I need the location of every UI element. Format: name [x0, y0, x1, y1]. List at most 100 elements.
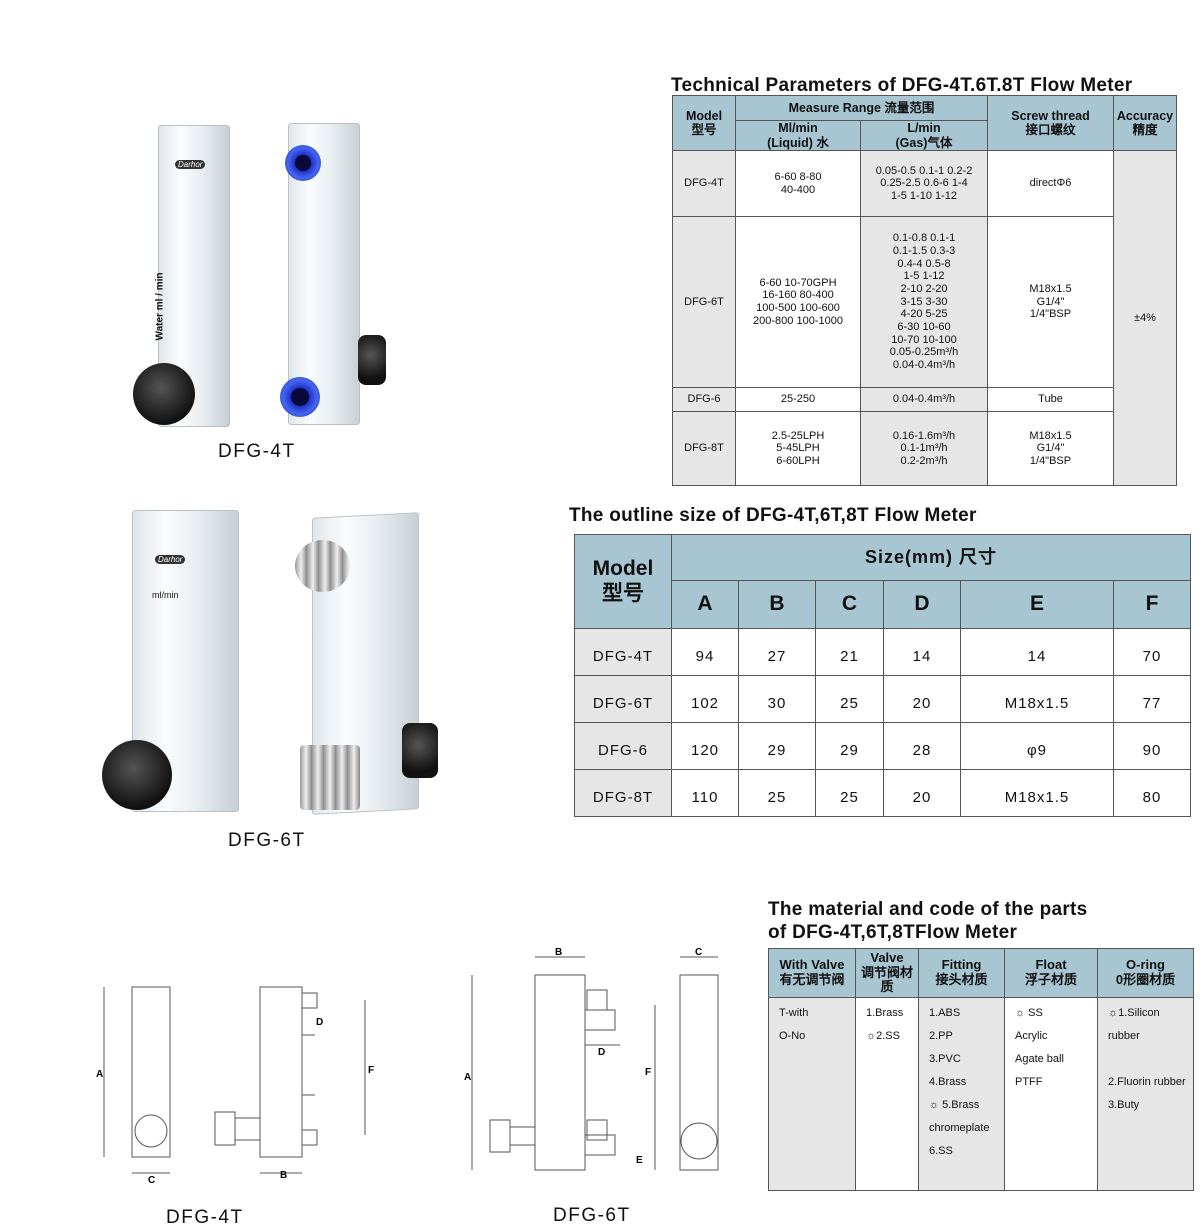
header-accuracy: Accuracy 精度 — [1113, 95, 1177, 151]
liquid-range-cell: 6-60 8-80 40-400 — [735, 150, 861, 217]
size-cell: 70 — [1113, 628, 1191, 676]
size-cell: M18x1.5 — [960, 769, 1114, 817]
drawing-caption-dfg-4t: DFG-4T — [166, 1207, 244, 1228]
size-cell: 25 — [815, 675, 884, 723]
gas-range-cell: 0.16-1.6m³/h 0.1-1m³/h 0.2-2m³/h — [860, 411, 988, 486]
product-photo-dfg-4t: Darhor Water ml / min — [130, 115, 390, 435]
dim-label-a: A — [96, 1069, 103, 1080]
dim-label-f: F — [368, 1065, 374, 1076]
model-cell: DFG-6 — [574, 722, 672, 770]
header-model: Model 型号 — [672, 95, 736, 151]
size-cell: φ9 — [960, 722, 1114, 770]
dim-label-a: A — [464, 1072, 471, 1083]
tech-table-title: Technical Parameters of DFG-4T.6T.8T Flo… — [671, 75, 1133, 96]
dim-label-e: E — [636, 1155, 643, 1166]
model-cell: DFG-6T — [574, 675, 672, 723]
column-header-e: E — [960, 580, 1114, 629]
screw-thread-cell: M18x1.5 G1/4" 1/4"BSP — [987, 216, 1114, 388]
screw-thread-cell: M18x1.5 G1/4" 1/4"BSP — [987, 411, 1114, 486]
size-cell: 25 — [815, 769, 884, 817]
size-cell: 90 — [1113, 722, 1191, 770]
brand-label: Darhor — [175, 160, 206, 169]
size-cell: 20 — [883, 675, 961, 723]
column-header: Fitting 接头材质 — [918, 948, 1005, 998]
dim-label-c: C — [695, 947, 702, 958]
header-liquid: Ml/min (Liquid) 水 — [735, 120, 861, 151]
size-cell: 25 — [738, 769, 816, 817]
size-cell: 120 — [671, 722, 739, 770]
column-header-c: C — [815, 580, 884, 629]
size-cell: 94 — [671, 628, 739, 676]
size-cell: 28 — [883, 722, 961, 770]
model-cell: DFG-8T — [574, 769, 672, 817]
dim-label-b: B — [280, 1170, 287, 1181]
size-cell: 80 — [1113, 769, 1191, 817]
scale-label: ml/min — [152, 590, 179, 600]
size-cell: 29 — [815, 722, 884, 770]
brand-label: Darhor — [155, 555, 186, 564]
gas-range-cell: 0.05-0.5 0.1-1 0.2-2 0.25-2.5 0.6-6 1-4 … — [860, 150, 988, 217]
column-header: With Valve 有无调节阀 — [768, 948, 856, 998]
header-screw-thread: Screw thread 接口螺纹 — [987, 95, 1114, 151]
dim-label-f: F — [645, 1067, 651, 1078]
accuracy-cell: ±4% — [1113, 150, 1177, 486]
column-header-d: D — [883, 580, 961, 629]
model-cell: DFG-4T — [574, 628, 672, 676]
header-size: Size(mm) 尺寸 — [671, 534, 1191, 581]
column-header: O-ring 0形圈材质 — [1097, 948, 1194, 998]
gas-range-cell: 0.04-0.4m³/h — [860, 387, 988, 412]
column-header: Valve 调节阀材质 — [855, 948, 919, 998]
photo-caption-dfg-4t: DFG-4T — [218, 441, 296, 462]
dim-label-c: C — [148, 1175, 155, 1186]
model-cell: DFG-8T — [672, 411, 736, 486]
liquid-range-cell: 2.5-25LPH 5-45LPH 6-60LPH — [735, 411, 861, 486]
size-cell: 14 — [960, 628, 1114, 676]
size-cell: 14 — [883, 628, 961, 676]
column-header-f: F — [1113, 580, 1191, 629]
dim-label-b: B — [555, 947, 562, 958]
material-options-cell: ☼1.Silicon rubber 2.Fluorin rubber 3.But… — [1097, 997, 1194, 1191]
drawing-caption-dfg-6t: DFG-6T — [553, 1205, 631, 1226]
material-options-cell: T-with O-No — [768, 997, 856, 1191]
size-cell: 30 — [738, 675, 816, 723]
model-cell: DFG-6T — [672, 216, 736, 388]
column-header-a: A — [671, 580, 739, 629]
photo-caption-dfg-6t: DFG-6T — [228, 830, 306, 851]
model-cell: DFG-6 — [672, 387, 736, 412]
material-options-cell: 1.ABS 2.PP 3.PVC 4.Brass ☼ 5.Brass chrom… — [918, 997, 1005, 1191]
product-photo-dfg-6t: Darhor ml/min — [100, 505, 445, 820]
gas-range-cell: 0.1-0.8 0.1-1 0.1-1.5 0.3-3 0.4-4 0.5-8 … — [860, 216, 988, 388]
liquid-range-cell: 6-60 10-70GPH 16-160 80-400 100-500 100-… — [735, 216, 861, 388]
size-cell: M18x1.5 — [960, 675, 1114, 723]
scale-label: Water ml / min — [154, 272, 166, 341]
size-cell: 29 — [738, 722, 816, 770]
dim-label-d: D — [598, 1047, 605, 1058]
screw-thread-cell: directΦ6 — [987, 150, 1114, 217]
size-cell: 77 — [1113, 675, 1191, 723]
header-gas: L/min (Gas)气体 — [860, 120, 988, 151]
size-cell: 102 — [671, 675, 739, 723]
header-model: Model 型号 — [574, 534, 672, 629]
size-cell: 20 — [883, 769, 961, 817]
material-table-title: The material and code of the parts of DF… — [768, 899, 1088, 943]
model-cell: DFG-4T — [672, 150, 736, 217]
size-cell: 110 — [671, 769, 739, 817]
size-cell: 21 — [815, 628, 884, 676]
screw-thread-cell: Tube — [987, 387, 1114, 412]
header-measure-range: Measure Range 流量范围 — [735, 95, 988, 121]
outline-table-title: The outline size of DFG-4T,6T,8T Flow Me… — [569, 505, 977, 526]
column-header-b: B — [738, 580, 816, 629]
drawing-dfg-4t: A C B D F — [96, 986, 374, 1186]
